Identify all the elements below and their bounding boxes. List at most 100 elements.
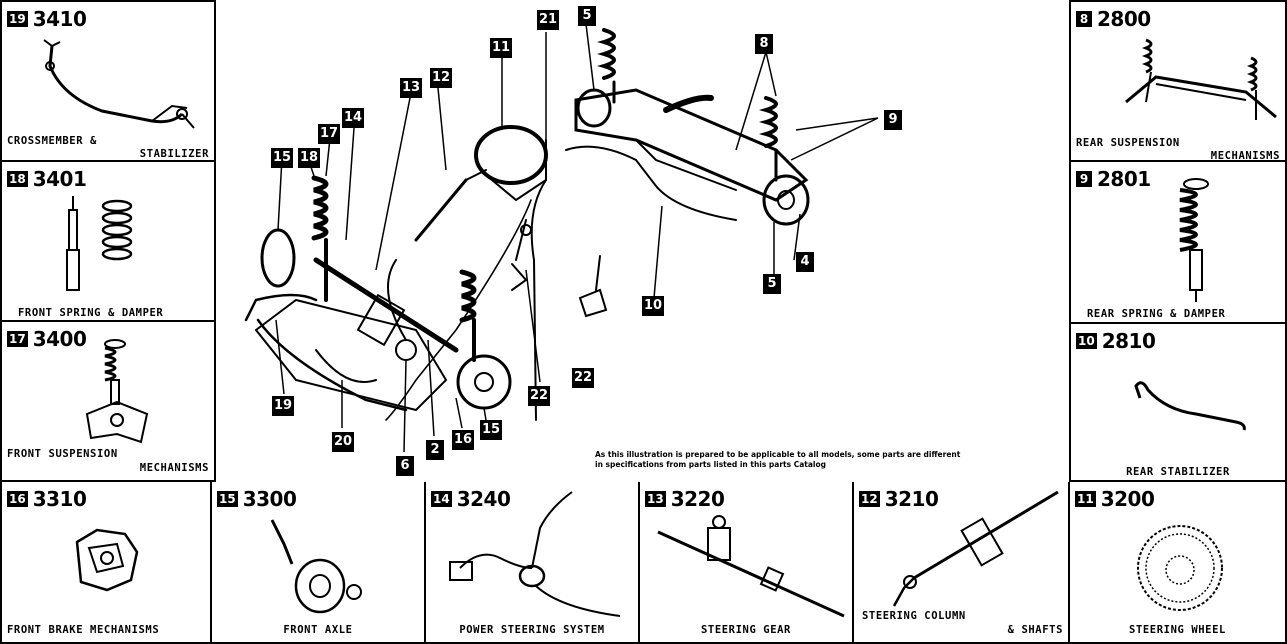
panel-caption: FRONT SUSPENSION xyxy=(7,448,118,460)
callout-5[interactable]: 5 xyxy=(763,274,781,294)
part-code: 3210 xyxy=(884,487,939,511)
note-line: As this illustration is prepared to be a… xyxy=(595,450,961,459)
exploded-chassis-diagram: 21 5 8 11 12 13 14 17 15 18 9 4 5 10 22 … xyxy=(216,0,1069,482)
ref-badge: 16 xyxy=(7,491,28,507)
callout-4[interactable]: 4 xyxy=(796,252,814,272)
callout-22[interactable]: 22 xyxy=(528,386,551,406)
panel-caption: REAR SUSPENSION xyxy=(1076,137,1180,149)
crossmember-stabilizer-drawing xyxy=(43,39,195,129)
panel-header: 14 3240 xyxy=(431,487,511,511)
part-code: 3310 xyxy=(32,487,87,511)
front-spring-damper-drawing xyxy=(66,196,133,291)
ref-badge: 19 xyxy=(7,11,28,27)
callout-13[interactable]: 13 xyxy=(400,78,423,98)
panel-caption: STEERING COLUMN xyxy=(862,610,966,622)
callout-17[interactable]: 17 xyxy=(318,124,341,144)
panel-caption: FRONT AXLE xyxy=(283,624,353,636)
panel-caption: CROSSMEMBER & xyxy=(7,135,97,147)
part-code: 3220 xyxy=(670,487,725,511)
panel-rear-spring-damper[interactable]: 9 2801 REAR SPRING & DAMPER xyxy=(1069,162,1287,324)
panel-caption: POWER STEERING SYSTEM xyxy=(459,624,605,636)
ref-badge: 17 xyxy=(7,331,28,347)
callout-18[interactable]: 18 xyxy=(298,148,321,168)
ref-badge: 15 xyxy=(217,491,238,507)
callout-10[interactable]: 10 xyxy=(642,296,665,316)
callout-9[interactable]: 9 xyxy=(884,110,902,130)
callout-21[interactable]: 21 xyxy=(537,10,560,30)
panel-caption: FRONT BRAKE MECHANISMS xyxy=(7,624,160,636)
panel-steering-wheel[interactable]: 11 3200 STEERING WHEEL xyxy=(1070,482,1287,644)
callout-6[interactable]: 6 xyxy=(396,456,414,476)
panel-caption: & SHAFTS xyxy=(1007,624,1063,636)
chassis-drawing xyxy=(244,23,879,453)
rear-stabilizer-drawing xyxy=(1134,381,1246,431)
panel-header: 15 3300 xyxy=(217,487,297,511)
ref-badge: 18 xyxy=(7,171,28,187)
front-suspension-drawing xyxy=(85,339,149,444)
panel-front-suspension[interactable]: 17 3400 FRONT SUSPENSION MECHANISMS xyxy=(0,322,216,482)
steering-column-drawing xyxy=(892,490,1059,607)
front-axle-drawing xyxy=(270,519,362,614)
panel-caption: MECHANISMS xyxy=(1210,150,1280,162)
note-line: in specifications from parts listed in t… xyxy=(595,460,827,469)
panel-header: 12 3210 xyxy=(859,487,939,511)
panel-steering-column[interactable]: 12 3210 STEERING COLUMN & SHAFTS xyxy=(854,482,1070,644)
panel-header: 10 2810 xyxy=(1076,329,1156,353)
panel-header: 11 3200 xyxy=(1075,487,1155,511)
panel-caption: REAR STABILIZER xyxy=(1126,466,1230,478)
panel-caption: MECHANISMS xyxy=(139,462,209,474)
callout-5[interactable]: 5 xyxy=(578,6,596,26)
panel-crossmember-stabilizer[interactable]: 19 3410 CROSSMEMBER & STABILIZER xyxy=(0,0,216,162)
ref-badge: 11 xyxy=(1075,491,1096,507)
callout-15[interactable]: 15 xyxy=(480,420,503,440)
panel-caption: FRONT SPRING & DAMPER xyxy=(18,307,164,319)
panel-caption: STEERING GEAR xyxy=(701,624,791,636)
applicability-note: As this illustration is prepared to be a… xyxy=(595,450,1065,470)
part-code: 2810 xyxy=(1101,329,1156,353)
callout-16[interactable]: 16 xyxy=(452,430,475,450)
panel-power-steering[interactable]: 14 3240 POWER STEERING SYSTEM xyxy=(426,482,640,644)
panel-header: 19 3410 xyxy=(7,7,87,31)
panel-rear-suspension[interactable]: 8 2800 REAR SUSPENSION MECHANISMS xyxy=(1069,0,1287,162)
panel-header: 8 2800 xyxy=(1076,7,1151,31)
ref-badge: 14 xyxy=(431,491,452,507)
part-code: 2801 xyxy=(1097,167,1151,191)
panel-caption: STABILIZER xyxy=(139,148,209,160)
callout-11[interactable]: 11 xyxy=(490,38,513,58)
panel-header: 13 3220 xyxy=(645,487,725,511)
ref-badge: 9 xyxy=(1076,171,1092,187)
callout-8[interactable]: 8 xyxy=(755,34,773,54)
part-code: 3300 xyxy=(242,487,297,511)
steering-wheel-drawing xyxy=(1137,525,1223,611)
callout-22[interactable]: 22 xyxy=(572,368,595,388)
panel-front-spring-damper[interactable]: 18 3401 FRONT SPRING & DAMPER xyxy=(0,162,216,322)
rear-suspension-drawing xyxy=(1125,38,1277,120)
ref-badge: 13 xyxy=(645,491,666,507)
panel-header: 17 3400 xyxy=(7,327,87,351)
part-code: 3200 xyxy=(1100,487,1155,511)
power-steering-drawing xyxy=(449,491,621,617)
panel-steering-gear[interactable]: 13 3220 STEERING GEAR xyxy=(640,482,854,644)
panel-header: 9 2801 xyxy=(1076,167,1151,191)
ref-badge: 10 xyxy=(1076,333,1097,349)
panel-front-axle[interactable]: 15 3300 FRONT AXLE xyxy=(212,482,426,644)
panel-rear-stabilizer[interactable]: 10 2810 REAR STABILIZER xyxy=(1069,324,1287,482)
panel-front-brake[interactable]: 16 3310 FRONT BRAKE MECHANISMS xyxy=(0,482,212,644)
panel-header: 16 3310 xyxy=(7,487,87,511)
part-code: 3240 xyxy=(456,487,511,511)
callout-19[interactable]: 19 xyxy=(272,396,295,416)
callout-2[interactable]: 2 xyxy=(426,440,444,460)
ref-badge: 8 xyxy=(1076,11,1092,27)
callout-12[interactable]: 12 xyxy=(430,68,453,88)
callout-14[interactable]: 14 xyxy=(342,108,365,128)
rear-spring-damper-drawing xyxy=(1179,178,1209,302)
front-brake-drawing xyxy=(75,528,139,592)
callout-15[interactable]: 15 xyxy=(271,148,294,168)
callout-20[interactable]: 20 xyxy=(332,432,355,452)
panel-caption: REAR SPRING & DAMPER xyxy=(1087,308,1226,320)
part-code: 3400 xyxy=(32,327,87,351)
panel-caption: STEERING WHEEL xyxy=(1129,624,1226,636)
part-code: 3410 xyxy=(32,7,87,31)
part-code: 3401 xyxy=(32,167,87,191)
ref-badge: 12 xyxy=(859,491,880,507)
